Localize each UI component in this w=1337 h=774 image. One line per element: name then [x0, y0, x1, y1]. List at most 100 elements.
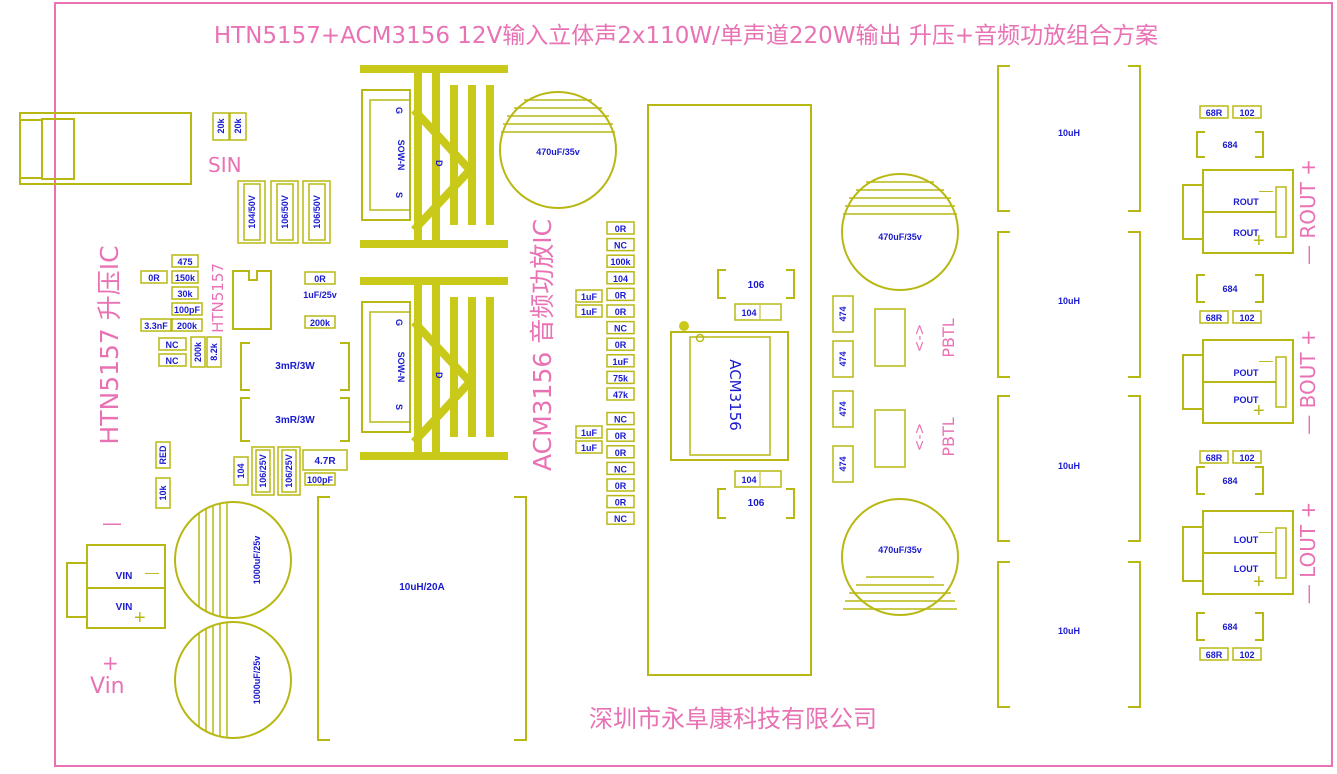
boost-ic-section-label: HTN5157 升压IC [95, 245, 124, 444]
inductor-10uh-1: 10uH [997, 65, 1141, 212]
svg-text:0R: 0R [615, 448, 627, 458]
resistor-nc-boost-a: NC [158, 337, 187, 351]
amp-resistor-12: NC [606, 411, 635, 426]
capacitor-104-boost: 104 [233, 456, 249, 486]
svg-text:100pF: 100pF [174, 305, 201, 315]
svg-text:474: 474 [838, 306, 848, 321]
amp-resistor-15: NC [606, 461, 635, 476]
svg-text:68R: 68R [1206, 313, 1223, 323]
svg-text:10uH/20A: 10uH/20A [399, 582, 445, 593]
svg-text:POUT: POUT [1233, 368, 1259, 378]
svg-text:ROUT: ROUT [1233, 228, 1259, 238]
svg-text:104: 104 [741, 308, 756, 318]
svg-text:106/50V: 106/50V [280, 195, 290, 229]
svg-text:106: 106 [748, 498, 765, 509]
svg-text:VIN: VIN [116, 571, 133, 582]
amp-resistor-2: NC [606, 237, 635, 252]
bout-label: — BOUT + [1296, 329, 1320, 434]
inductor-10uh-20a: 10uH/20A [317, 496, 527, 741]
capacitor-1uf-d: 1uF [575, 440, 603, 454]
acm3156-ic: ACM3156 [670, 321, 789, 461]
capacitor-106-25v-b: 106/25V [277, 446, 301, 496]
amp-resistor-17: 0R [606, 494, 635, 509]
resistor-200k-mid: 200k [304, 315, 336, 329]
svg-text:684: 684 [1222, 140, 1237, 150]
capacitor-106-25v-a: 106/25V [251, 446, 275, 496]
svg-text:NC: NC [614, 324, 627, 334]
capacitor-1uf-25v: 1uF/25v [303, 290, 337, 300]
svg-text:1000uF/25v: 1000uF/25v [252, 656, 262, 705]
resistor-4-7r: 4.7R [302, 449, 348, 471]
svg-text:0R: 0R [615, 224, 627, 234]
capacitor-106-50v-b: 106/50V [302, 180, 331, 244]
svg-text:470uF/35v: 470uF/35v [878, 545, 922, 555]
svg-text:NC: NC [614, 415, 627, 425]
inductor-10uh-2: 10uH [997, 231, 1141, 378]
svg-text:S: S [394, 192, 404, 198]
htn5157-ic-footprint [232, 270, 272, 330]
svg-text:474: 474 [838, 401, 848, 416]
svg-text:—: — [1259, 182, 1273, 198]
amp-resistor-4: 104 [606, 271, 635, 285]
svg-text:0R: 0R [615, 498, 627, 508]
capacitor-1uf-c: 1uF [575, 425, 603, 439]
rout-terminal: ROUT ROUT — + [1182, 169, 1294, 254]
svg-text:102: 102 [1239, 453, 1254, 463]
svg-text:3.3nF: 3.3nF [144, 321, 168, 331]
amp-resistor-10: 75k [606, 370, 635, 385]
pbtl-jumper-a: <-> PBTL [874, 308, 958, 367]
pbtl-jumper-b: <-> PBTL [874, 409, 958, 468]
svg-text:RED: RED [158, 445, 168, 465]
svg-text:470uF/35v: 470uF/35v [536, 147, 580, 157]
resistor-nc-boost-b: NC [158, 353, 187, 367]
amp-resistor-6: 0R [606, 304, 635, 318]
svg-text:68R: 68R [1206, 453, 1223, 463]
svg-text:20k: 20k [216, 118, 226, 134]
svg-text:200k: 200k [177, 321, 198, 331]
svg-text:684: 684 [1222, 284, 1237, 294]
lout-label: — LOUT + [1296, 502, 1320, 605]
svg-text:NC: NC [166, 356, 179, 366]
amp-ic-section-label: ACM3156 音频功放IC [528, 219, 557, 471]
amp-resistor-column: 0RNC100k1040R0RNC0R1uF75k47kNC0R0RNC0R0R… [606, 221, 635, 525]
capacitor-474-d: 474 [832, 445, 854, 483]
capacitor-470uf-lower: 470uF/35v [841, 498, 959, 616]
capacitor-106-50v-a: 106/50V [270, 180, 299, 244]
capacitor-104-top: 104 [734, 303, 782, 321]
amp-resistor-9: 1uF [606, 354, 635, 368]
svg-text:—: — [1259, 523, 1273, 539]
svg-text:10uH: 10uH [1058, 626, 1080, 636]
svg-text:150k: 150k [175, 273, 196, 283]
svg-text:474: 474 [838, 456, 848, 471]
capacitor-1uf-a: 1uF [575, 289, 603, 303]
amp-resistor-5: 0R [606, 287, 635, 302]
svg-text:1uF: 1uF [581, 307, 598, 317]
inductor-10uh-3: 10uH [997, 395, 1141, 542]
svg-text:0R: 0R [615, 290, 627, 300]
svg-text:VIN: VIN [116, 602, 133, 613]
amp-resistor-16: 0R [606, 478, 635, 492]
resistor-20k-a: 20k [212, 112, 230, 141]
resistor-10k: 10k [155, 477, 171, 509]
amp-resistor-18: NC [606, 511, 635, 525]
svg-text:PBTL: PBTL [939, 417, 958, 456]
amp-resistor-13: 0R [606, 428, 635, 442]
svg-text:D: D [434, 372, 444, 379]
svg-text:NC: NC [614, 241, 627, 251]
snubber-group-4: 684 68R 102 [1196, 612, 1264, 661]
svg-text:NC: NC [614, 514, 627, 524]
amp-resistor-3: 100k [606, 254, 635, 268]
svg-text:106/25V: 106/25V [258, 454, 268, 488]
svg-text:10uH: 10uH [1058, 128, 1080, 138]
svg-text:S: S [394, 404, 404, 410]
vin-plus-mark: + [102, 651, 119, 675]
svg-text:30k: 30k [177, 289, 193, 299]
svg-text:20k: 20k [233, 118, 243, 134]
capacitor-470uf-upper: 470uF/35v [841, 173, 959, 291]
svg-text:68R: 68R [1206, 108, 1223, 118]
svg-text:102: 102 [1239, 108, 1254, 118]
resistor-200k-vertical: 200k [190, 336, 206, 368]
capacitor-470uf-top: 470uF/35v [499, 91, 617, 209]
svg-text:1uF: 1uF [581, 443, 598, 453]
